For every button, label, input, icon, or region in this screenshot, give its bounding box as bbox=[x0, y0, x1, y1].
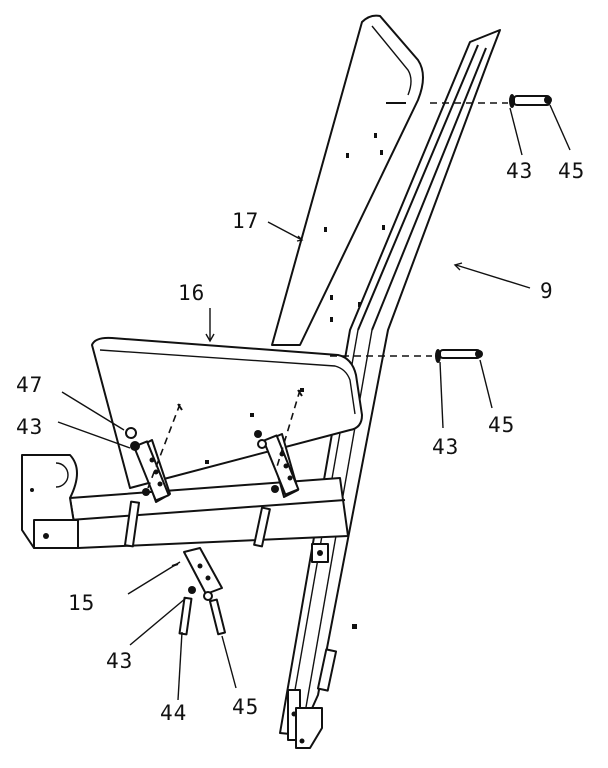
callout-labels: 17 16 9 47 43 43 45 43 45 15 43 44 45 bbox=[16, 159, 585, 725]
hardware-fasteners bbox=[123, 94, 552, 636]
callout-43-left: 43 bbox=[16, 415, 43, 439]
callout-44: 44 bbox=[160, 701, 187, 725]
mounting-bracket-right bbox=[262, 433, 300, 498]
seat-plate-part-16 bbox=[91, 336, 363, 489]
leader-lines bbox=[57, 104, 571, 701]
callout-45-lower: 45 bbox=[232, 695, 259, 719]
callout-43-lower: 43 bbox=[106, 649, 133, 673]
frame-tube-part-15 bbox=[21, 454, 349, 563]
mounting-bracket-lower bbox=[183, 547, 223, 595]
callout-43-middle: 43 bbox=[432, 435, 459, 459]
callout-45-top: 45 bbox=[558, 159, 585, 183]
mounting-bracket-left bbox=[133, 439, 171, 503]
callout-45-middle: 45 bbox=[488, 413, 515, 437]
back-panel-part-17 bbox=[271, 14, 424, 346]
callout-16: 16 bbox=[178, 281, 205, 305]
callout-47: 47 bbox=[16, 373, 43, 397]
callout-15: 15 bbox=[68, 591, 95, 615]
callout-43-top: 43 bbox=[506, 159, 533, 183]
callout-9: 9 bbox=[540, 279, 554, 303]
rail-part-9 bbox=[279, 29, 501, 749]
callout-17: 17 bbox=[232, 209, 259, 233]
